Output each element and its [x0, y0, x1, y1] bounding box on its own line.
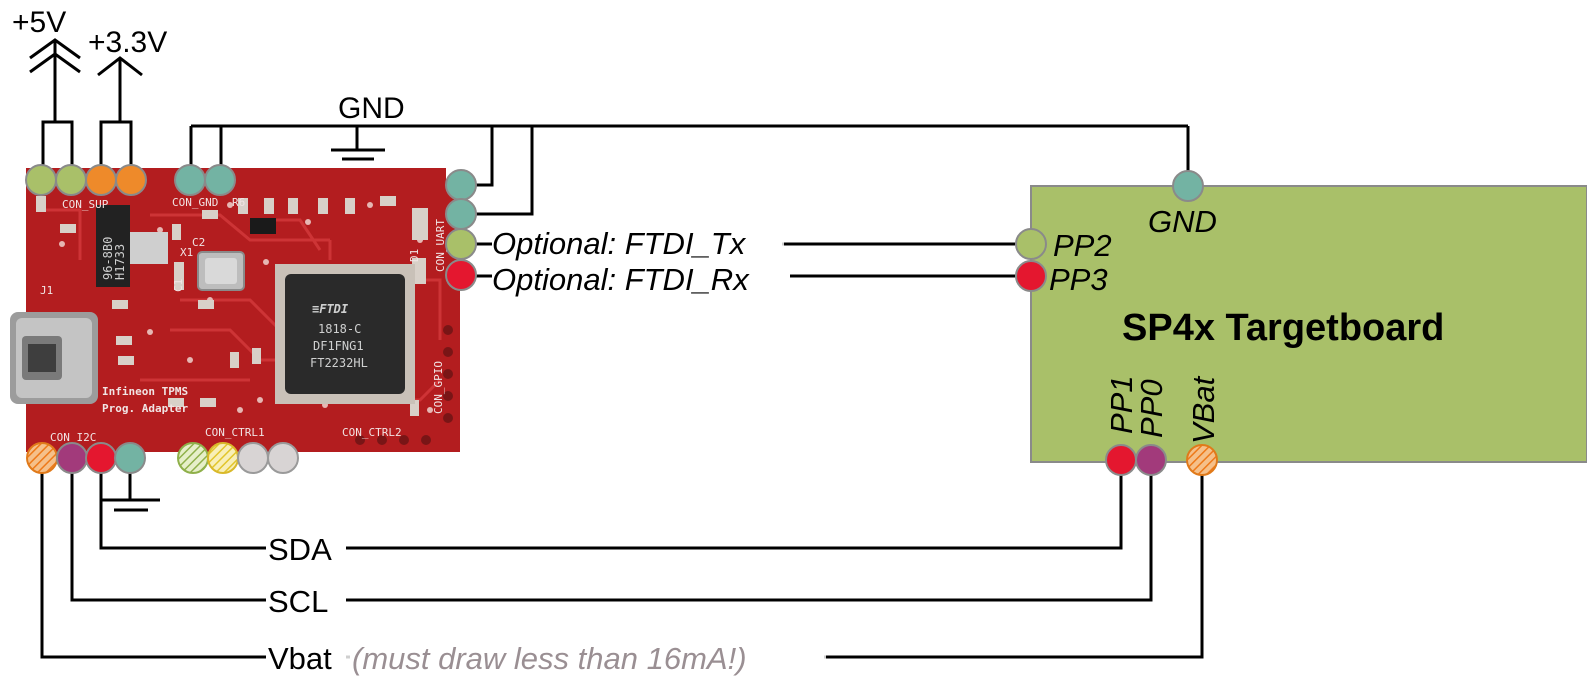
- target-pp2-label: PP2: [1053, 228, 1112, 263]
- vbat-note: (must draw less than 16mA!): [352, 641, 747, 676]
- target-pin-gnd: [1172, 170, 1204, 202]
- silk-c1: C1: [172, 279, 185, 292]
- crystal-x1: [197, 251, 245, 291]
- target-pin-vbat: [1186, 444, 1218, 476]
- pin-sup-3v3-1: [85, 164, 117, 196]
- silk-con-uart: CON_UART: [434, 219, 447, 272]
- bus-wires: SDA SCL Vbat (must draw less than 16mA!): [40, 472, 1204, 676]
- gnd-top-label: GND: [338, 92, 405, 125]
- supply-3v3-symbol: +3.3V: [88, 26, 167, 178]
- pin-i2c-scl: [56, 442, 88, 474]
- silk-con-sup: CON_SUP: [62, 198, 109, 211]
- target-pin-pp2: [1015, 228, 1047, 260]
- regulator-text-1: 96-8B0: [101, 237, 115, 280]
- silk-con-gpio: CON_GPIO: [432, 361, 445, 414]
- chip-line1: 1818-C: [318, 322, 361, 336]
- chip-brand: ≡FTDI: [312, 302, 349, 316]
- target-pp0-label: PP0: [1134, 379, 1169, 438]
- programming-adapter-board: 96-8B0 H1733 ≡FTDI 1818-C: [10, 168, 460, 452]
- sda-label: SDA: [268, 532, 332, 567]
- silk-con-i2c: CON_I2C: [50, 431, 96, 444]
- pin-gnd-2: [204, 164, 236, 196]
- pin-gnd-1: [174, 164, 206, 196]
- chip-line2: DF1FNG1: [313, 339, 364, 353]
- target-pin-pp3: [1015, 260, 1047, 292]
- regulator-text-2: H1733: [113, 244, 127, 280]
- pin-ctrl1-3: [237, 442, 269, 474]
- pin-sup-5v-1: [25, 164, 57, 196]
- pin-ctrl1-1: [177, 442, 209, 474]
- pin-uart-gnd-1: [445, 169, 477, 201]
- chip-part: FT2232HL: [310, 356, 368, 370]
- target-vbat-label: VBat: [1186, 375, 1221, 444]
- pin-sup-5v-2: [55, 164, 87, 196]
- target-pp1-label: PP1: [1104, 375, 1139, 434]
- supply-5v-symbol: +5V: [12, 6, 81, 178]
- small-ic: [250, 218, 276, 234]
- pin-uart-gnd-2: [445, 198, 477, 230]
- uart-wires: Optional: FTDI_Tx Optional: FTDI_Rx: [476, 226, 1015, 297]
- pin-i2c-sda: [85, 442, 117, 474]
- target-pins: [1015, 170, 1218, 476]
- silk-j1: J1: [40, 284, 53, 297]
- pin-i2c-vbat: [26, 442, 58, 474]
- pin-uart-tx: [445, 228, 477, 260]
- sp4x-targetboard: SP4x Targetboard GND PP2 PP3 PP1 PP0 VBa…: [1030, 185, 1587, 463]
- silk-d1: D1: [408, 249, 421, 262]
- ftdi-chip: ≡FTDI 1818-C DF1FNG1 FT2232HL: [275, 264, 415, 404]
- pin-ctrl1-4: [267, 442, 299, 474]
- vbat-label: Vbat: [268, 641, 332, 676]
- gnd-net: GND: [189, 92, 1190, 216]
- supply-3v3-label: +3.3V: [88, 26, 167, 59]
- pin-ctrl1-2: [207, 442, 239, 474]
- target-pin-pp0: [1135, 444, 1167, 476]
- scl-label: SCL: [268, 584, 328, 619]
- silk-c2: C2: [192, 236, 205, 249]
- silk-con-ctrl1: CON_CTRL1: [205, 426, 265, 439]
- adapter-pins: [25, 164, 477, 474]
- ground-symbol-top: [331, 126, 385, 161]
- pin-i2c-gnd: [114, 442, 146, 474]
- adapter-caption-2: Prog. Adapter: [102, 402, 188, 415]
- supply-5v-label: +5V: [12, 6, 66, 39]
- adapter-caption-1: Infineon TPMS: [102, 385, 188, 398]
- ground-symbol-i2c: [102, 472, 160, 512]
- uart-rx-label: Optional: FTDI_Rx: [492, 262, 750, 297]
- target-pp3-label: PP3: [1049, 262, 1108, 297]
- usb-connector-j1: [10, 312, 98, 404]
- target-pin-pp1: [1105, 444, 1137, 476]
- voltage-regulator: 96-8B0 H1733: [96, 205, 168, 287]
- silk-x1: X1: [180, 246, 193, 259]
- target-gnd-label: GND: [1148, 204, 1217, 239]
- targetboard-title: SP4x Targetboard: [1122, 307, 1444, 349]
- uart-tx-label: Optional: FTDI_Tx: [492, 226, 747, 261]
- silk-con-ctrl2: CON_CTRL2: [342, 426, 402, 439]
- silk-r6: R6: [232, 196, 245, 209]
- pin-sup-3v3-2: [115, 164, 147, 196]
- silk-con-gnd: CON_GND: [172, 196, 218, 209]
- targetboard-body: [1030, 185, 1587, 463]
- pin-uart-rx: [445, 259, 477, 291]
